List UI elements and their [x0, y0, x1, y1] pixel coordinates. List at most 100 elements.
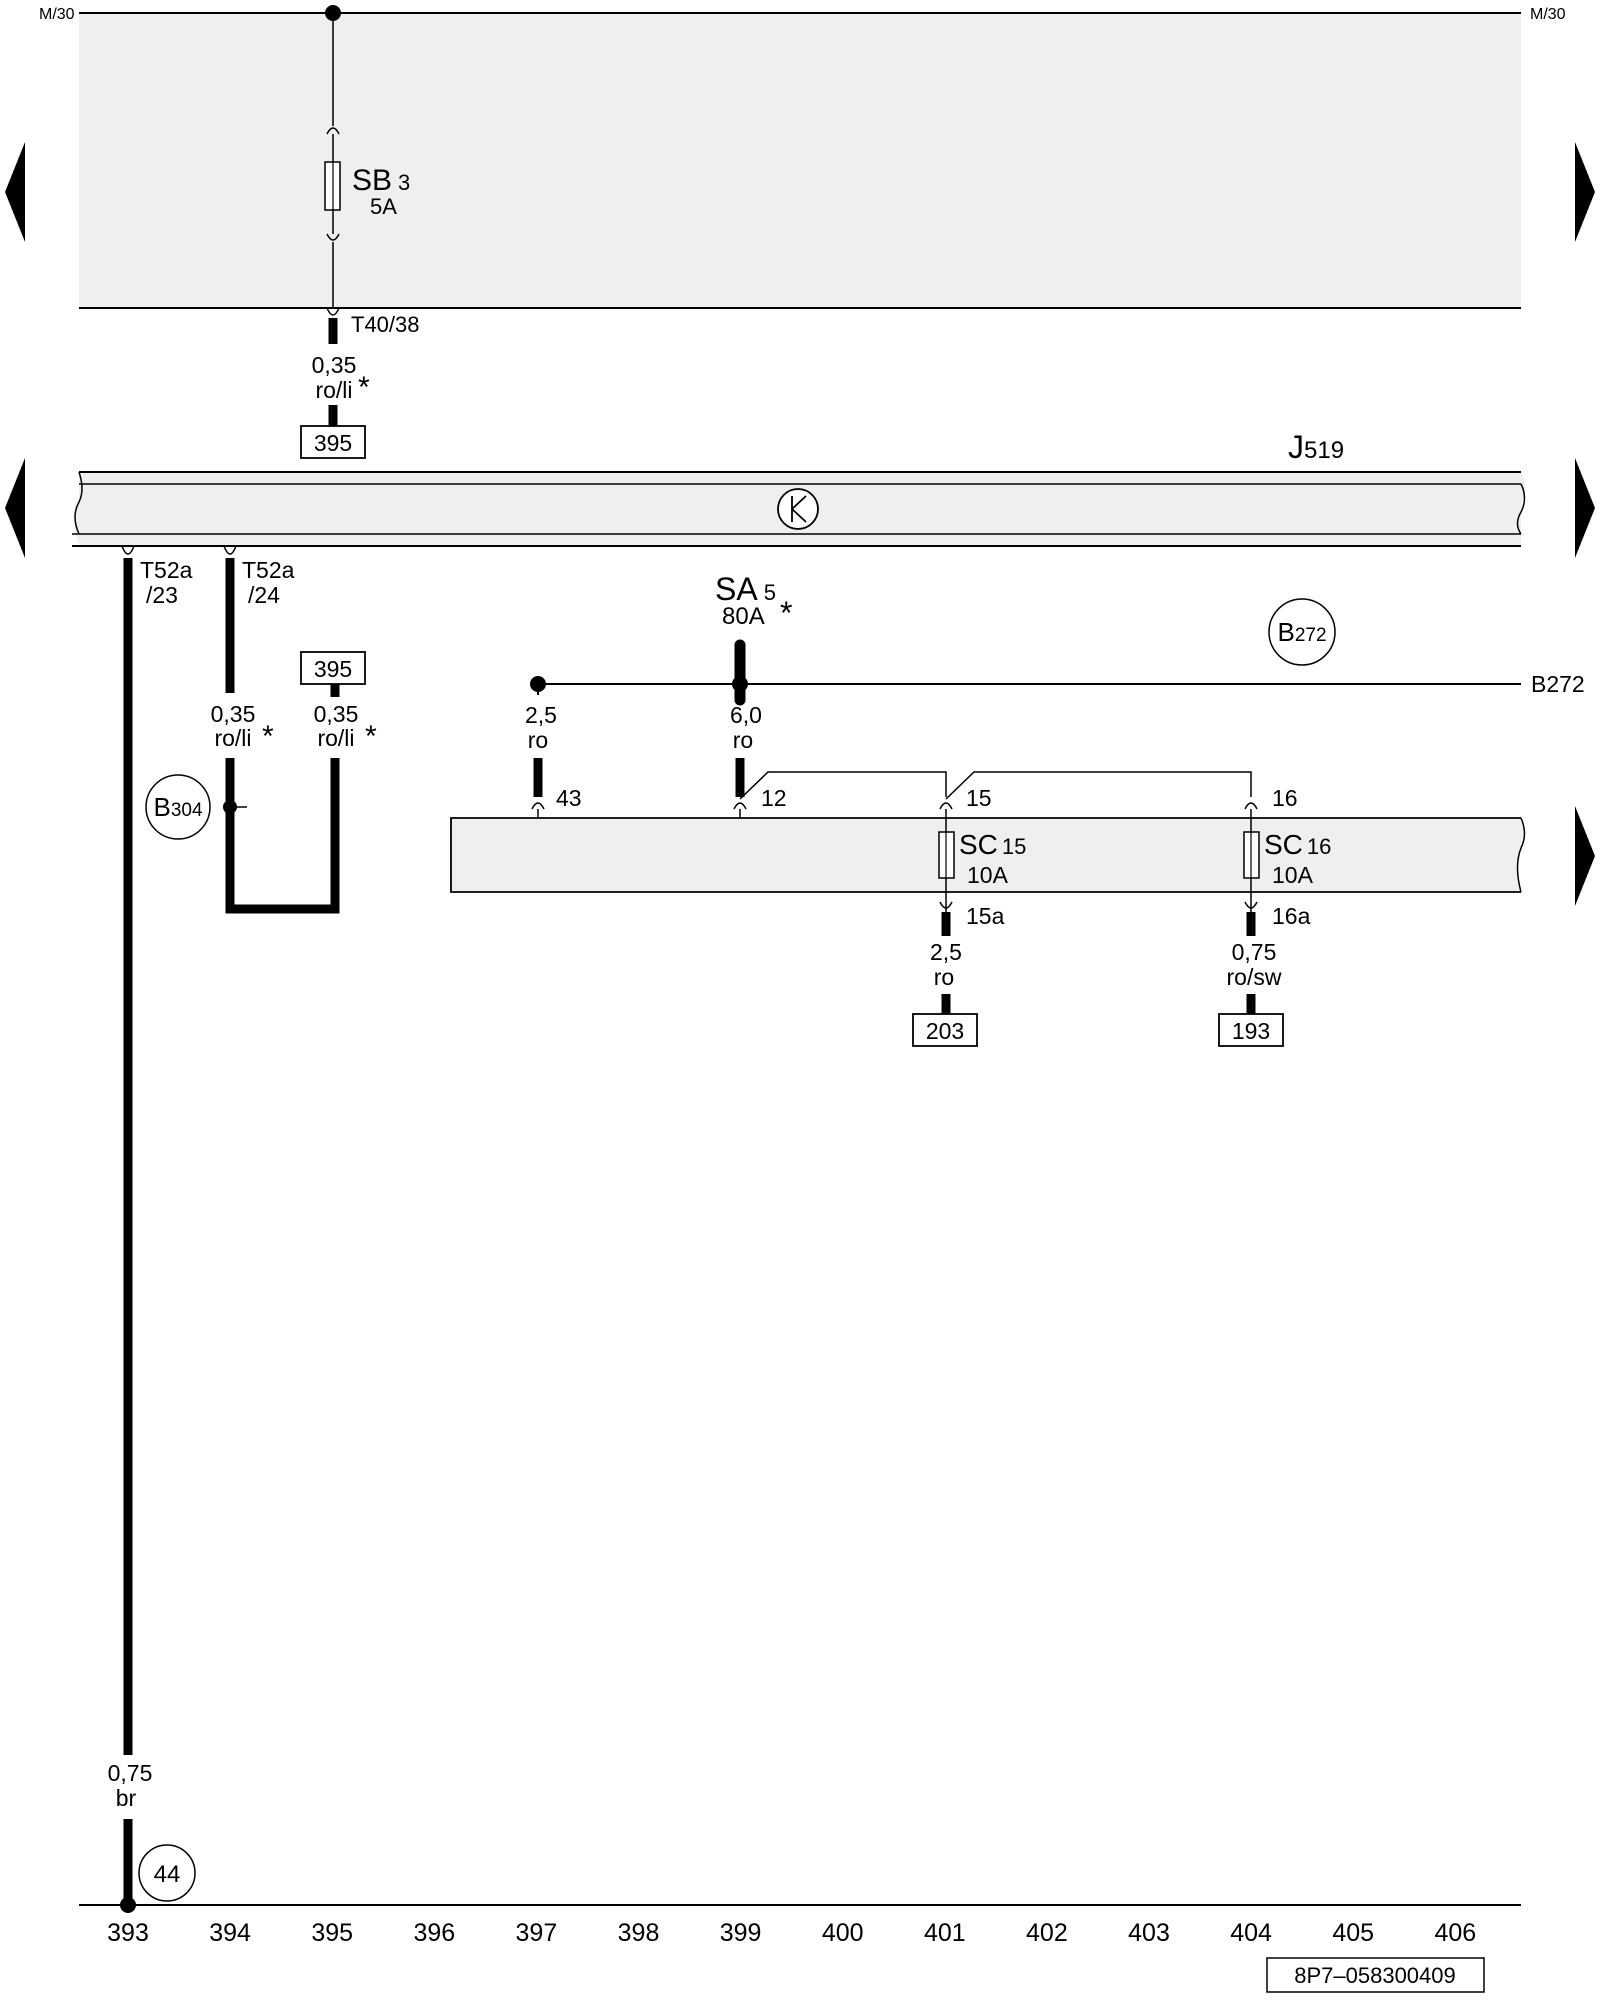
connector-arc-icon	[939, 802, 953, 810]
ref-box	[300, 425, 366, 459]
track-number: 401	[924, 1919, 966, 1947]
fuse-sc16-num: 16	[1307, 834, 1331, 859]
fuse-sb-num: 3	[398, 170, 410, 195]
circle-44-label: 44	[154, 1861, 181, 1888]
connector-t52a-24-b: /24	[248, 582, 280, 608]
fuse-sa-star: *	[780, 595, 792, 631]
connector-arc-icon	[531, 802, 545, 810]
location-circle-b272	[1268, 598, 1336, 666]
page-next-arrow-icon[interactable]	[1575, 142, 1595, 242]
ref-203: 203	[926, 1018, 964, 1044]
internal-link	[739, 771, 947, 800]
fuse-sa-num: 5	[764, 580, 776, 605]
wire-color: ro/li	[315, 377, 352, 403]
page-prev-arrow-icon[interactable]	[5, 142, 25, 242]
fuse-sc15-rating: 10A	[967, 862, 1009, 888]
ref-box	[1218, 1013, 1284, 1047]
module-break-right	[1516, 483, 1526, 535]
page-next-arrow-icon[interactable]	[1575, 458, 1595, 558]
page-next-arrow-icon[interactable]	[1575, 806, 1595, 906]
wire-size: 0,75	[108, 1760, 153, 1786]
connector-t52a-23-b: /23	[146, 582, 178, 608]
connector-arc-icon	[326, 233, 340, 241]
fuse-panel-sc-border	[450, 817, 1521, 893]
wire-star: *	[365, 720, 377, 753]
ref-395-top: 395	[314, 430, 352, 456]
track-number: 402	[1026, 1919, 1068, 1947]
wire-color: ro	[528, 727, 548, 753]
pin-15: 15	[966, 785, 992, 811]
pin-12: 12	[761, 785, 787, 811]
wire-star: *	[262, 720, 274, 753]
wire-size: 0,35	[312, 352, 357, 378]
connector-arc-icon	[326, 127, 340, 135]
b304-label: B304	[153, 792, 202, 822]
connector-arc-icon	[1244, 802, 1258, 810]
fuse-sc15-num: 15	[1002, 834, 1026, 859]
fuse-sa-rating: 80A	[722, 603, 765, 630]
page-prev-arrow-icon[interactable]	[5, 458, 25, 558]
ref-395-bottom: 395	[314, 656, 352, 682]
fuse-panel-top	[79, 14, 1521, 308]
wire-color: ro/li	[214, 725, 251, 751]
wire-size: 6,0	[730, 702, 762, 728]
track-number: 393	[107, 1919, 149, 1947]
connector-arc-icon	[939, 901, 953, 909]
track-number: 406	[1434, 1919, 1476, 1947]
wire-color: ro/li	[317, 725, 354, 751]
rail-label-left: M/30	[39, 6, 75, 23]
control-unit-glyph	[791, 508, 807, 523]
wire-size: 0,35	[314, 701, 359, 727]
location-circle-44	[138, 1844, 196, 1902]
wire-loop	[225, 758, 340, 914]
internal-link	[945, 771, 1252, 800]
wire-color: ro/sw	[1227, 964, 1282, 990]
track-number: 394	[209, 1919, 251, 1947]
module-break-left	[74, 471, 83, 535]
connector-t52a-23-a: T52a	[140, 557, 193, 583]
junction-dot	[732, 676, 748, 692]
b272-label: B272	[1277, 617, 1326, 647]
ref-box	[912, 1013, 978, 1047]
pin-16a: 16a	[1272, 903, 1311, 929]
wire-size: 2,5	[525, 702, 557, 728]
connector-t52a-24-a: T52a	[242, 557, 295, 583]
track-number: 396	[413, 1919, 455, 1947]
connector-arc-icon	[121, 545, 135, 555]
track-number: 400	[822, 1919, 864, 1947]
track-number: 398	[618, 1919, 660, 1947]
track-number: 405	[1332, 1919, 1374, 1947]
pin-43: 43	[556, 785, 582, 811]
module-sub: 519	[1304, 437, 1344, 464]
connector-arc-icon	[733, 802, 747, 810]
connector-t40: T40/38	[351, 312, 420, 337]
b304-letter: B	[153, 792, 170, 822]
track-number: 399	[720, 1919, 762, 1947]
wire-color: ro	[934, 964, 954, 990]
fuse-sa-name: SA	[715, 571, 758, 607]
ref-193: 193	[1232, 1018, 1270, 1044]
connector-arc-icon	[223, 545, 237, 555]
fuse-panel-sc-break	[1516, 817, 1526, 893]
wire-label-gap	[95, 1755, 161, 1819]
b272-letter: B	[1277, 617, 1294, 647]
fuse-sb-name: SB	[352, 164, 392, 197]
wire-star: *	[358, 371, 370, 404]
pin-15a: 15a	[966, 903, 1005, 929]
connector-arc-icon	[326, 307, 340, 316]
doc-code: 8P7–058300409	[1294, 1963, 1456, 1988]
fuse-sc15-name: SC	[959, 829, 998, 860]
wire-size: 2,5	[930, 939, 962, 965]
module-j519-label: J519	[1288, 429, 1344, 465]
wire-color: ro	[733, 727, 753, 753]
track-number: 397	[516, 1919, 558, 1947]
connector-arc-icon	[1244, 901, 1258, 909]
doc-code-box	[1266, 1957, 1485, 1993]
location-circle-b304	[145, 774, 211, 840]
